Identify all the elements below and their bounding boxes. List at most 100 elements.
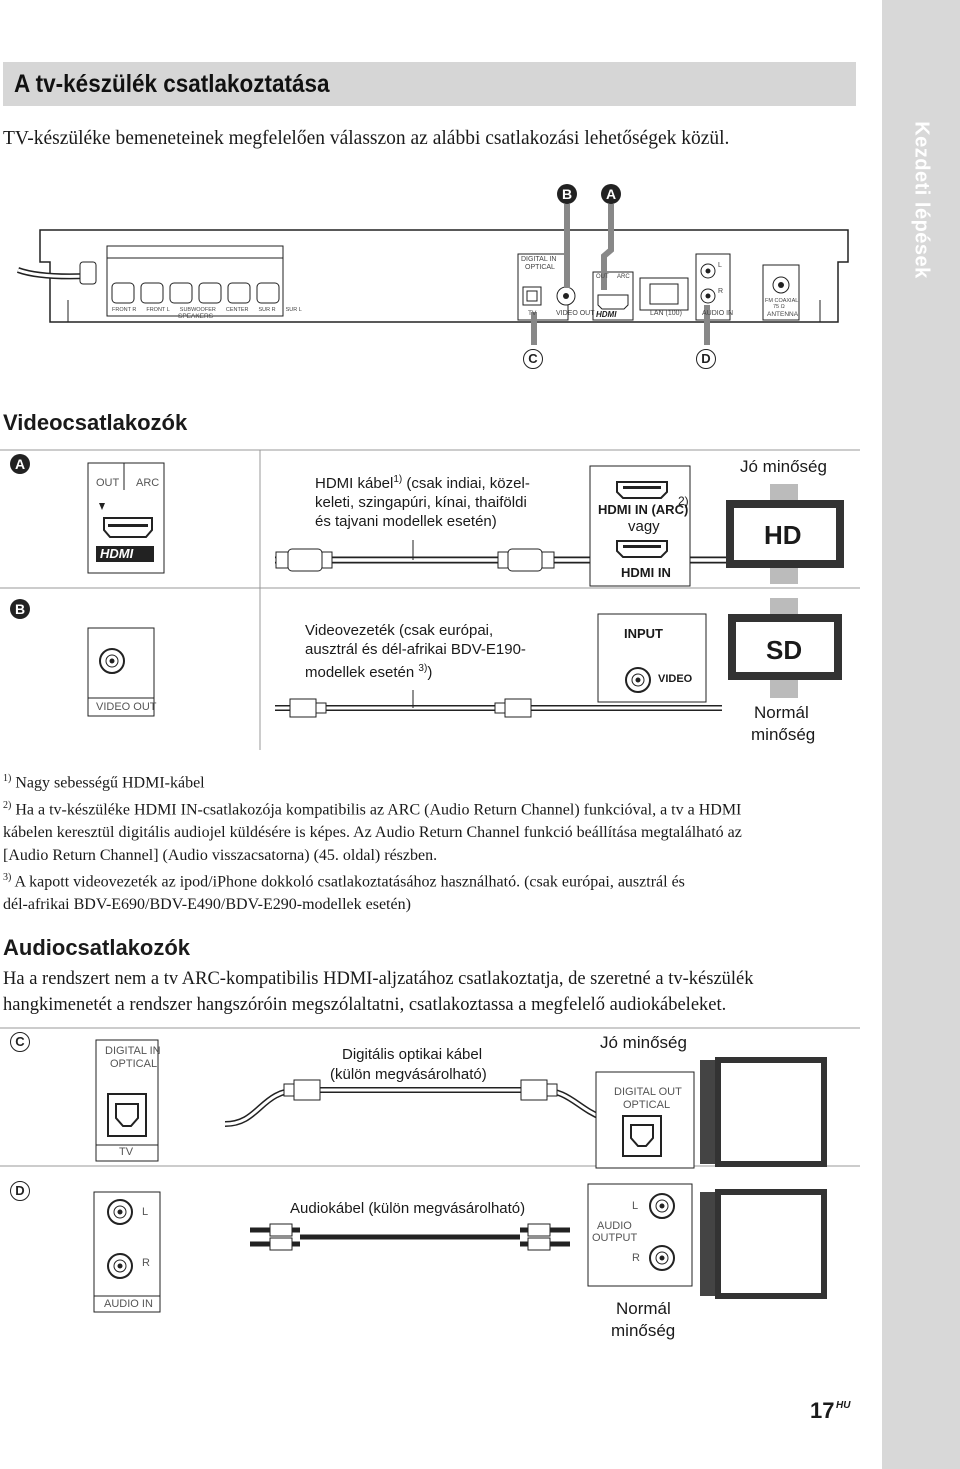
panel-arc: ARC — [617, 274, 630, 280]
optical-cable-caption-2: (külön megvásárolható) — [330, 1066, 487, 1083]
panel-optical: OPTICAL — [525, 264, 555, 271]
speaker-labels: FRONT R FRONT L SUBWOOFER CENTER SUR R S… — [112, 307, 302, 313]
or-label: vagy — [628, 518, 660, 535]
footnote-1: 1) Nagy sebességű HDMI-kábel — [3, 767, 853, 794]
marker-a-top: A — [601, 184, 621, 204]
hd-tv — [726, 484, 844, 584]
row-d-audio-in: AUDIO IN — [104, 1298, 153, 1310]
row-d-r: R — [142, 1257, 150, 1269]
row-b-video-out: VIDEO OUT — [96, 701, 157, 713]
video-cable-end: ) — [427, 664, 433, 681]
video-cable — [275, 690, 722, 718]
row-c-tv: TV — [119, 1146, 134, 1158]
panel-tv: TV — [528, 310, 537, 317]
sidebar-tab — [882, 0, 960, 1469]
tv-c — [700, 1057, 827, 1167]
row-c-optical: OPTICAL — [110, 1058, 158, 1070]
footnote-2-line1: Ha a tv-készüléke HDMI IN-csatlakozója k… — [15, 801, 742, 819]
tv-hdmi-in-arc: HDMI IN (ARC) — [598, 502, 688, 517]
hdmi-cable-caption: HDMI kábel1) (csak indiai, közel- keleti… — [315, 470, 575, 531]
page-suffix: HU — [836, 1400, 851, 1411]
marker-c-bottom: C — [523, 349, 543, 369]
marker-d-bottom: D — [696, 349, 716, 369]
footnote-3-mark: 3) — [3, 872, 12, 883]
row-a-out: OUT — [96, 477, 120, 489]
row-c-digital-in: DIGITAL IN — [105, 1045, 161, 1057]
hdmi-cable-line1b: (csak indiai, közel- — [402, 475, 530, 492]
panel-video-out: VIDEO OUT — [556, 310, 595, 317]
audio-section-heading: Audiocsatlakozók — [3, 935, 191, 960]
panel-out: OUT — [596, 274, 609, 280]
sd-tv — [728, 598, 842, 698]
optical-cable — [224, 1079, 641, 1127]
video-cable-line3: modellek esetén — [305, 664, 415, 681]
tv-hdmi-in-label: HDMI IN — [598, 502, 648, 517]
speaker-label-center: CENTER — [225, 307, 249, 313]
video-cable-line1: Videovezeték (csak európai, — [305, 622, 494, 639]
marker-b: B — [10, 599, 30, 619]
hdmi-cable-line2: keleti, szingapúri, kínai, thaiföldi — [315, 494, 527, 511]
footnote-3: 3) A kapott videovezeték az ipod/iPhone … — [3, 866, 853, 916]
speaker-label-front-r: FRONT R — [112, 307, 137, 313]
marker-d: D — [10, 1181, 30, 1201]
footnote-3-line2: dél-afrikai BDV-E690/BDV-E490/BDV-E290-m… — [3, 896, 411, 914]
tv-audio-label: AUDIO — [597, 1220, 632, 1232]
audio-intro: Ha a rendszert nem a tv ARC-kompatibilis… — [3, 966, 754, 1018]
hdmi-port-a — [103, 517, 153, 538]
marker-a: A — [10, 454, 30, 474]
audio-intro-line2: hangkimenetét a rendszer hangszóróin meg… — [3, 995, 727, 1015]
good-quality-a: Jó minőség — [740, 457, 827, 476]
row-a-arc: ARC — [136, 477, 160, 489]
hdmi-cable-line3: és tajvani modellek esetén) — [315, 513, 497, 530]
sd-screen-label: SD — [766, 635, 803, 665]
footnote-2-mark: 2) — [3, 800, 12, 811]
good-quality-c: Jó minőség — [600, 1033, 687, 1052]
video-cable-caption: Videovezeték (csak európai, ausztrál és … — [305, 621, 565, 682]
tv-input-label: INPUT — [624, 626, 663, 641]
video-cable-sup: 3) — [418, 663, 428, 674]
panel-hdmi-logo: HDMI — [596, 310, 617, 319]
speaker-label-sur-r: SUR R — [258, 307, 276, 313]
footnote-1-mark: 1) — [3, 773, 12, 784]
page-title: A tv-készülék csatlakoztatása — [14, 70, 330, 98]
video-cable-line2: ausztrál és dél-afrikai BDV-E190- — [305, 641, 526, 658]
optical-cable-caption-1: Digitális optikai kábel — [342, 1046, 483, 1063]
tv-arc-label: (ARC) — [651, 502, 689, 517]
normal-quality-d-1: Normál — [616, 1299, 671, 1318]
footnote-1-text: Nagy sebességű HDMI-kábel — [15, 774, 205, 792]
hd-screen-label: HD — [764, 520, 802, 550]
panel-ohm: 75 Ω — [773, 304, 785, 310]
footnote-2-line2: kábelen keresztül digitális audiojel kül… — [3, 824, 742, 842]
tv-digital-out: DIGITAL OUT — [614, 1086, 682, 1098]
normal-quality-b-2: minőség — [751, 725, 816, 744]
speaker-label-subwoofer: SUBWOOFER — [179, 307, 216, 313]
panel-l: L — [718, 262, 722, 269]
normal-quality-b-1: Normál — [754, 703, 809, 722]
tv-hdmi-port-1 — [616, 481, 668, 499]
hdmi-port — [597, 294, 629, 310]
tv-output-label: OUTPUT — [592, 1232, 638, 1244]
tv-optical-label: OPTICAL — [623, 1099, 671, 1111]
normal-quality-d-2: minőség — [611, 1321, 676, 1340]
hdmi-logo-bg — [96, 546, 154, 562]
panel-speakers: SPEAKERS — [178, 313, 214, 320]
tv-audio-r: R — [632, 1252, 640, 1264]
audio-cable — [250, 1223, 570, 1251]
panel-antenna: ANTENNA — [767, 311, 799, 318]
panel-lan: LAN (100) — [650, 310, 682, 317]
speaker-terminals — [111, 282, 280, 304]
tv-hdmi-port-2 — [616, 540, 668, 558]
panel-audio-in: AUDIO IN — [702, 310, 734, 317]
panel-digital-in: DIGITAL IN — [521, 256, 557, 263]
row-d-l: L — [142, 1206, 149, 1218]
hdmi-cable-line1: HDMI kábel — [315, 475, 394, 492]
footnote-3-line1: A kapott videovezeték az ipod/iPhone dok… — [14, 873, 685, 891]
tv-audio-l: L — [632, 1200, 639, 1212]
tv-hdmi-in-label-2: HDMI IN — [621, 565, 671, 580]
marker-b-top: B — [557, 184, 577, 204]
intro-text: TV-készüléke bemeneteinek megfelelően vá… — [3, 128, 730, 149]
panel-fm: FM COAXIAL — [765, 298, 799, 304]
row-a-hdmi-logo: HDMI — [100, 546, 134, 561]
panel-r: R — [718, 288, 724, 295]
